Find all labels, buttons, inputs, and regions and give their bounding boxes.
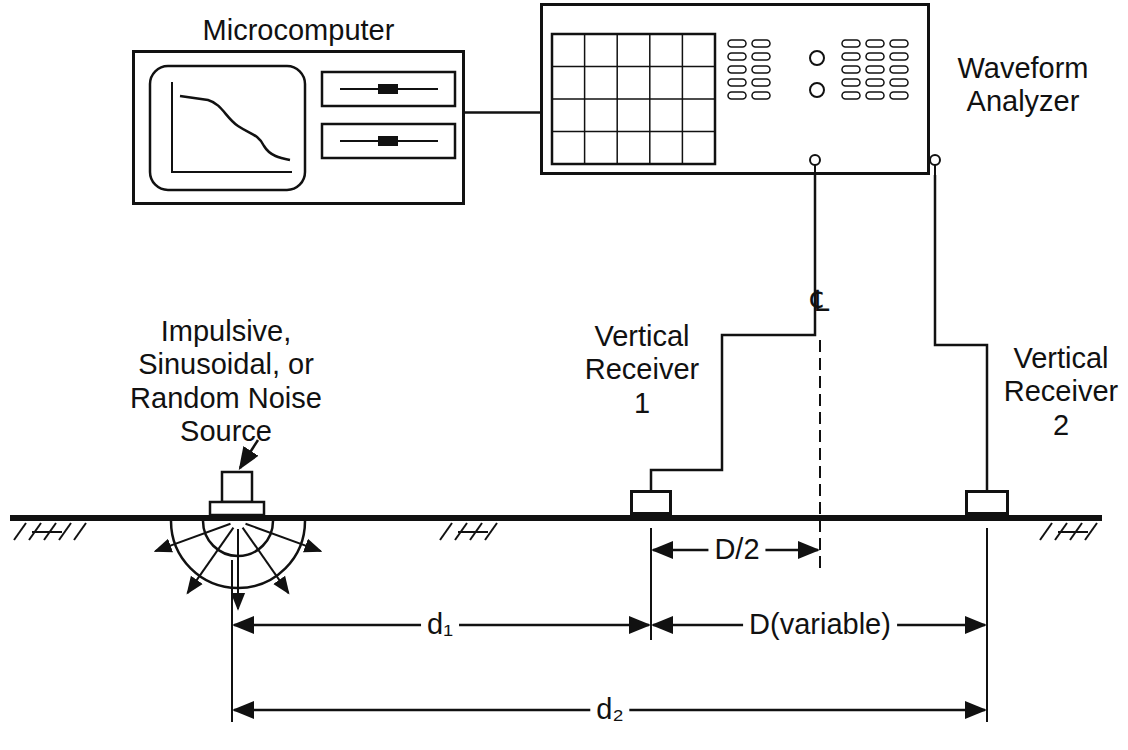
ground-hatch xyxy=(1040,523,1052,540)
button xyxy=(866,53,884,60)
ground-hatch xyxy=(458,531,488,533)
button xyxy=(752,92,770,99)
dimension-label: d₁ xyxy=(421,608,459,641)
button xyxy=(842,66,860,73)
ground-hatch xyxy=(440,523,452,540)
analyzer-screen xyxy=(552,34,715,164)
ground-hatch xyxy=(32,531,62,533)
button xyxy=(866,79,884,86)
input-terminal xyxy=(810,155,820,165)
disk-drive xyxy=(322,124,455,158)
source-body xyxy=(222,472,252,502)
drive-latch xyxy=(378,136,398,146)
grid-line xyxy=(552,66,715,68)
knob xyxy=(810,83,824,97)
button xyxy=(866,66,884,73)
button xyxy=(890,66,908,73)
wave-ray xyxy=(155,524,230,551)
wave-ray xyxy=(243,528,289,594)
button xyxy=(728,66,746,73)
disk-drive xyxy=(322,72,455,106)
node-label: Vertical Receiver 2 xyxy=(999,342,1123,442)
button xyxy=(752,40,770,47)
grid-line xyxy=(552,98,715,100)
button xyxy=(866,40,884,47)
node-label: Waveform Analyzer xyxy=(937,52,1109,119)
button xyxy=(890,79,908,86)
microcomputer-box: Microcomputer xyxy=(132,50,465,205)
button xyxy=(890,53,908,60)
ground-surface xyxy=(10,515,1102,521)
button xyxy=(752,66,770,73)
ground-hatch xyxy=(1058,531,1088,533)
extension-line xyxy=(231,560,233,722)
plot-curve xyxy=(180,96,290,160)
ground-hatch xyxy=(14,523,26,540)
button xyxy=(842,40,860,47)
centerline-symbol: ℄ xyxy=(811,285,830,318)
dimension-label: D/2 xyxy=(708,533,765,566)
monitor-screen xyxy=(150,66,305,190)
input-terminal xyxy=(930,155,940,165)
receiver-box: Vertical Receiver 2 xyxy=(965,490,1009,515)
button xyxy=(728,53,746,60)
button xyxy=(728,92,746,99)
knob xyxy=(810,51,824,65)
button xyxy=(866,92,884,99)
button xyxy=(728,79,746,86)
dimension-label: d₂ xyxy=(590,693,629,726)
receiver-box: Vertical Receiver 1 xyxy=(630,490,672,515)
button xyxy=(752,53,770,60)
cable xyxy=(935,175,987,490)
node-label: Microcomputer xyxy=(95,14,502,47)
button xyxy=(890,40,908,47)
node-label: Vertical Receiver 1 xyxy=(577,320,707,420)
drive-latch xyxy=(378,84,398,94)
button xyxy=(842,53,860,60)
cable xyxy=(465,111,540,114)
ground-hatch xyxy=(74,523,86,540)
waveform-analyzer-box: Waveform Analyzer xyxy=(540,3,930,175)
terminal-lead xyxy=(934,165,936,175)
button xyxy=(842,79,860,86)
wave-ray xyxy=(237,529,239,609)
centerline xyxy=(819,340,821,568)
source-label: Impulsive, Sinusoidal, or Random Noise S… xyxy=(124,315,329,448)
button xyxy=(842,92,860,99)
grid-line xyxy=(552,131,715,133)
button xyxy=(890,92,908,99)
button xyxy=(752,79,770,86)
extension-line xyxy=(986,528,988,722)
source-plate xyxy=(210,502,264,515)
button xyxy=(728,40,746,47)
plot-axes xyxy=(172,82,292,172)
dimension-label: D(variable) xyxy=(743,608,897,641)
extension-line xyxy=(650,528,652,640)
